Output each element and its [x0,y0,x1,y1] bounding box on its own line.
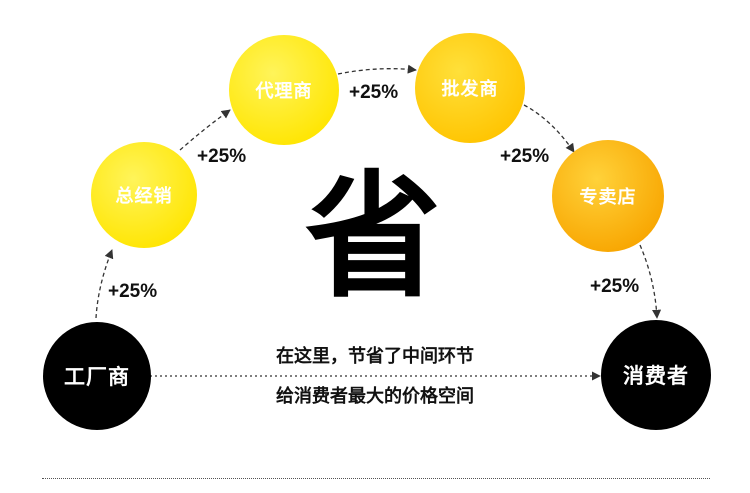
markup-general-agent: +25% [197,146,247,167]
node-store-label: 专卖店 [579,187,637,208]
message-line-2: 给消费者最大的价格空间 [276,386,474,407]
arrow-agent-wholesale [337,64,417,75]
node-general-label: 总经销 [115,186,173,207]
markup-store-consumer: +25% [590,276,640,297]
node-agent-fill [229,35,339,145]
node-consumer-label: 消费者 [623,364,689,388]
arrow-factory-general [95,249,114,319]
node-consumer: 消费者 [601,320,711,430]
node-factory-label: 工厂商 [64,365,130,389]
node-wholesale-fill [415,33,525,143]
node-wholesale-label: 批发商 [441,79,499,100]
node-agent: 代理商 [229,35,339,145]
markup-agent-wholesale: +25% [349,82,399,103]
arrow-general-agent [179,109,231,151]
markup-wholesale-store: +25% [500,146,550,167]
node-general: 总经销 [91,142,197,248]
arrow-store-consumer [639,244,662,319]
markup-factory-general: +25% [108,281,158,302]
node-factory: 工厂商 [43,322,151,430]
node-general-fill [91,142,197,248]
node-store-fill [552,140,664,252]
node-agent-label: 代理商 [255,81,313,102]
bottom-divider [42,478,710,479]
center-character: 省 [305,159,441,317]
arrow-wholesale-store [523,104,575,153]
message-line-1: 在这里，节省了中间环节 [276,346,474,367]
node-wholesale: 批发商 [415,33,525,143]
node-store: 专卖店 [552,140,664,252]
